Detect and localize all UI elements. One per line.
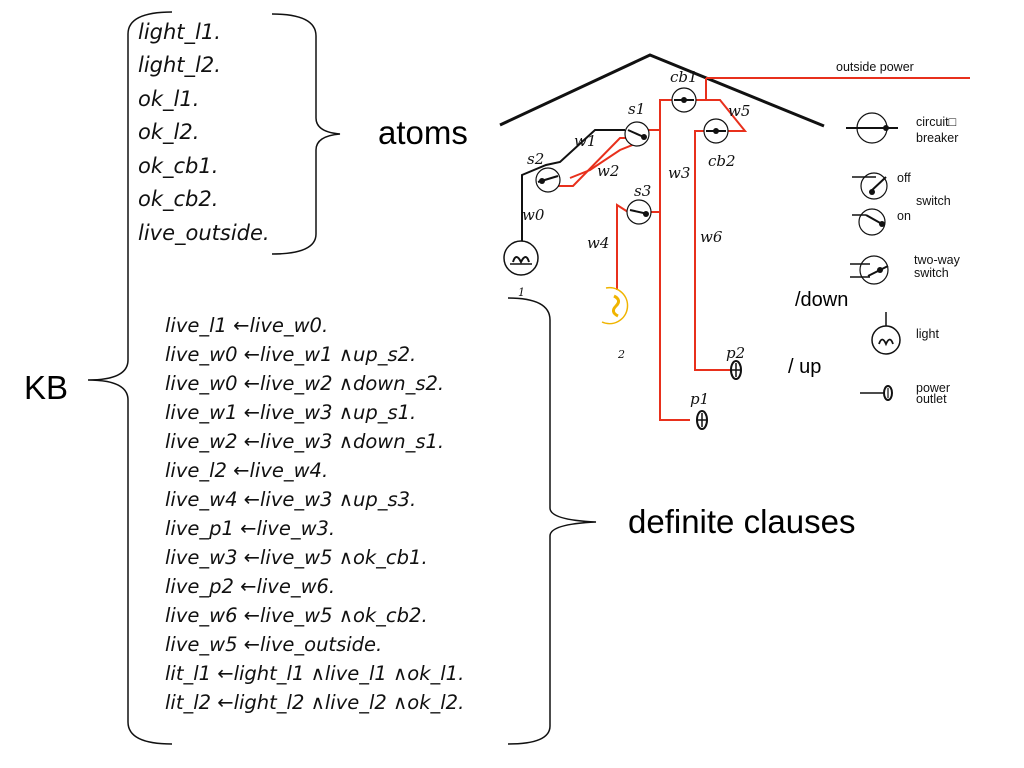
clause-item: live_p1 ←live_w3.: [165, 517, 336, 540]
outlet-p1-icon: [696, 410, 708, 430]
outlet-p2-icon: [730, 360, 742, 380]
wire-label-w5: w5: [728, 102, 750, 120]
atom-item: ok_l1.: [138, 87, 200, 111]
legend-power-outlet-icon: [860, 385, 893, 401]
switch-s3-icon: [626, 199, 652, 225]
legend-switch-on-text: on: [897, 209, 911, 223]
switch-label-s2: s2: [527, 150, 544, 168]
legend-light-text: light: [916, 327, 939, 341]
legend-light-icon: [871, 312, 901, 355]
wire-label-w2: w2: [597, 162, 619, 180]
clauses-brace: [507, 297, 597, 745]
atom-item: light_l2.: [138, 53, 221, 77]
clause-item: live_w2 ←live_w3 ∧down_s1.: [165, 430, 445, 453]
atom-item: ok_cb2.: [138, 187, 219, 211]
atom-item: ok_l2.: [138, 120, 200, 144]
breaker-cb1-icon: [671, 87, 697, 113]
kb-label: KB: [24, 369, 69, 406]
legend-switch-on-icon: [852, 208, 886, 236]
breaker-label-cb2: cb2: [708, 152, 736, 170]
clause-item: live_w1 ←live_w3 ∧up_s1.: [165, 401, 417, 424]
clause-item: live_p2 ←live_w6.: [165, 575, 336, 598]
dead-wires: [521, 129, 625, 242]
wire-label-w3: w3: [668, 164, 690, 182]
clause-item: lit_l1 ←light_l1 ∧live_l1 ∧ok_l1.: [165, 662, 465, 685]
wire-label-w1: w1: [574, 132, 596, 150]
legend-circuit-breaker-icon: [846, 112, 898, 144]
atoms-label: atoms: [378, 114, 468, 151]
wire-label-w6: w6: [700, 228, 723, 246]
outlet-label-p1: p1: [690, 390, 709, 408]
switch-s2-icon: [535, 167, 561, 193]
light-label-2: 2: [617, 348, 625, 361]
legend-two-way-text2: switch: [914, 266, 949, 280]
legend-switch-off-text: off: [897, 171, 911, 185]
switch-label-s1: s1: [628, 100, 645, 118]
clause-item: live_w6 ←live_w5 ∧ok_cb2.: [165, 604, 428, 627]
breaker-label-cb1: cb1: [670, 68, 698, 86]
clause-item: live_w0 ←live_w2 ∧down_s2.: [165, 372, 445, 395]
legend-switch-text: switch: [916, 194, 951, 208]
legend-outlet-text2: outlet: [916, 392, 947, 406]
clause-item: live_l2 ←live_w4.: [165, 459, 329, 482]
clause-item: live_l1 ←live_w0.: [165, 314, 329, 337]
switch-label-s3: s3: [634, 182, 651, 200]
clause-item: live_w4 ←live_w3 ∧up_s3.: [165, 488, 417, 511]
wire-label-w0: w0: [522, 206, 545, 224]
switch-s1-icon: [624, 121, 650, 147]
clause-item: live_w3 ←live_w5 ∧ok_cb1.: [165, 546, 428, 569]
legend-two-way-switch-icon: [850, 255, 889, 285]
up-note: / up: [788, 356, 822, 378]
light-l2-icon: [601, 286, 629, 325]
legend-two-way-text1: two-way: [914, 253, 961, 267]
clause-item: lit_l2 ←light_l2 ∧live_l2 ∧ok_l2.: [165, 691, 465, 714]
light-l1-icon: [503, 240, 539, 276]
legend-cb-text2: breaker: [916, 131, 958, 145]
kb-brace: [87, 11, 173, 745]
outlet-label-p2: p2: [726, 344, 745, 362]
clause-item: live_w5 ←live_outside.: [165, 633, 383, 656]
atom-item: ok_cb1.: [138, 154, 219, 178]
legend-switch-off-icon: [852, 172, 888, 200]
clauses-label: definite clauses: [628, 503, 856, 540]
down-note: /down: [795, 289, 849, 311]
house-roof: [499, 53, 825, 128]
atom-item: live_outside.: [138, 221, 270, 245]
wire-label-w4: w4: [587, 234, 609, 252]
atoms-brace: [271, 13, 341, 255]
legend-cb-text1: circuit□: [916, 115, 957, 129]
legend-outlet-text1: power: [916, 381, 950, 395]
breaker-cb2-icon: [703, 118, 729, 144]
outside-power-label: outside power: [836, 60, 914, 74]
atom-item: light_l1.: [138, 20, 221, 44]
light-label-1: 1: [518, 286, 525, 299]
clause-item: live_w0 ←live_w1 ∧up_s2.: [165, 343, 417, 366]
